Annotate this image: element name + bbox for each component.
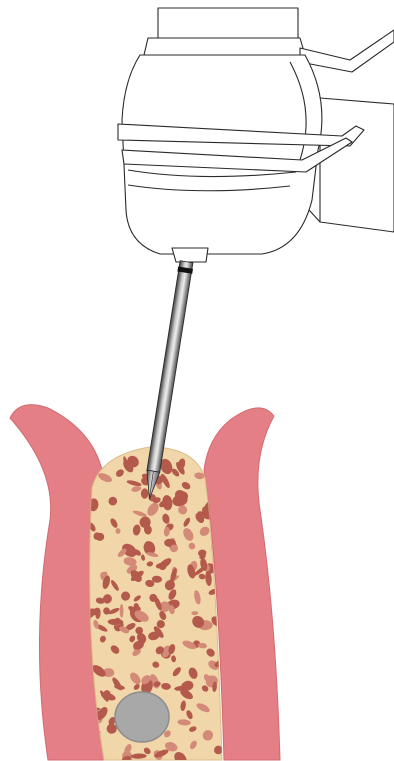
drill-shank: [147, 261, 193, 472]
handpiece: [118, 8, 394, 262]
handpiece-chuck: [172, 248, 208, 262]
handpiece-arm-upper: [300, 30, 394, 72]
bone: [86, 447, 229, 761]
handpiece-cap-rim: [144, 38, 305, 55]
nerve-canal: [115, 692, 169, 742]
bone-pore: [120, 604, 124, 618]
